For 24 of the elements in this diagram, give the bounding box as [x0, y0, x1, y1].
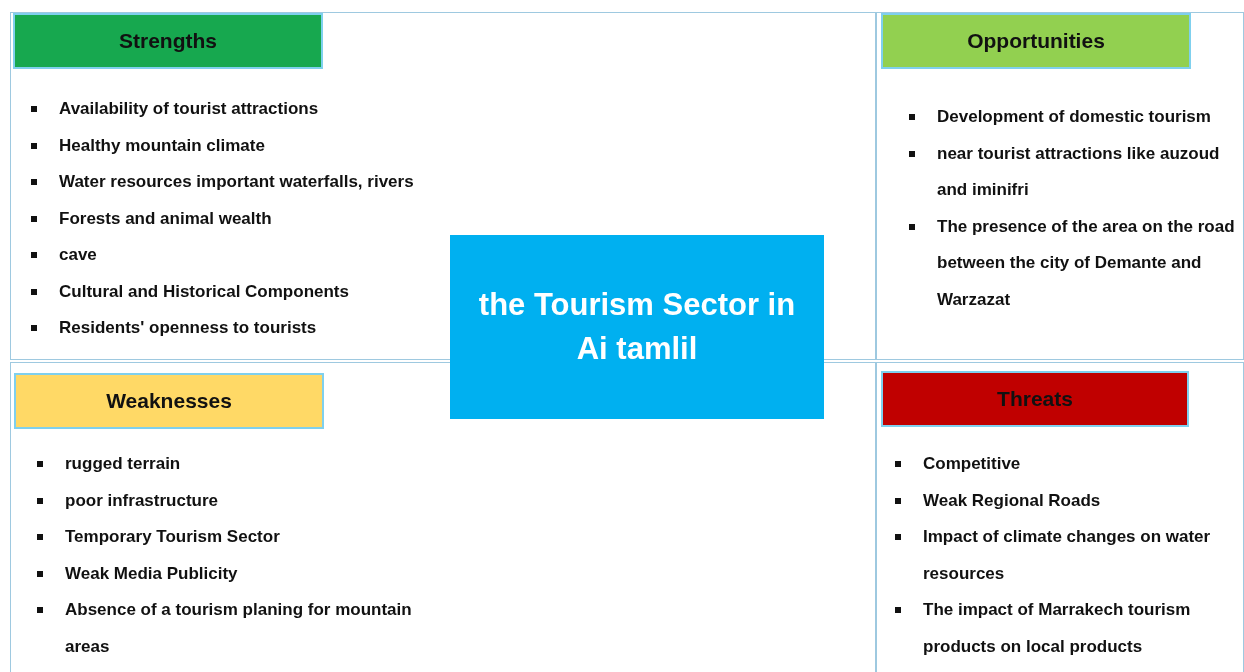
bullet-item: The presence of the area on the road between the city of Demante and Warzazat — [907, 208, 1237, 318]
bullet-item: Impact of climate changes on water resources — [893, 519, 1243, 592]
quadrant-panel — [10, 362, 876, 672]
bullet-item: near tourist attractions like auzoud and iminifri — [907, 135, 1237, 209]
heading-banner: Opportunities — [881, 13, 1191, 69]
bullet-item: Competitive — [893, 446, 1243, 483]
quadrant-panel — [876, 362, 1244, 672]
bullet-item: Availability of tourist attractions — [29, 91, 469, 128]
bullet-item: The impact of Marrakech tourism products on local products — [893, 592, 1243, 665]
bullet-item: Forests and animal wealth — [29, 200, 469, 237]
quadrant-panel — [876, 12, 1244, 360]
bullet-item: Absence of a tourism planing for mountain areas — [35, 592, 455, 665]
heading-banner: Strengths — [13, 13, 323, 69]
center-box: the Tourism Sector in Ai tamlil — [450, 235, 824, 419]
heading-banner: Weaknesses — [14, 373, 324, 429]
bullet-item: Weak Media Publicity — [35, 555, 455, 592]
bullet-item: rugged terrain — [35, 446, 455, 483]
bullet-item: Weak Regional Roads — [893, 482, 1243, 519]
bullet-item: Development of domestic tourism — [907, 99, 1237, 136]
heading-banner: Threats — [881, 371, 1189, 427]
bullet-item: Healthy mountain climate — [29, 127, 469, 164]
bullet-item: poor infrastructure — [35, 482, 455, 519]
bullet-item: Temporary Tourism Sector — [35, 519, 455, 556]
bullet-item: Water resources important waterfalls, rivers — [29, 164, 469, 201]
